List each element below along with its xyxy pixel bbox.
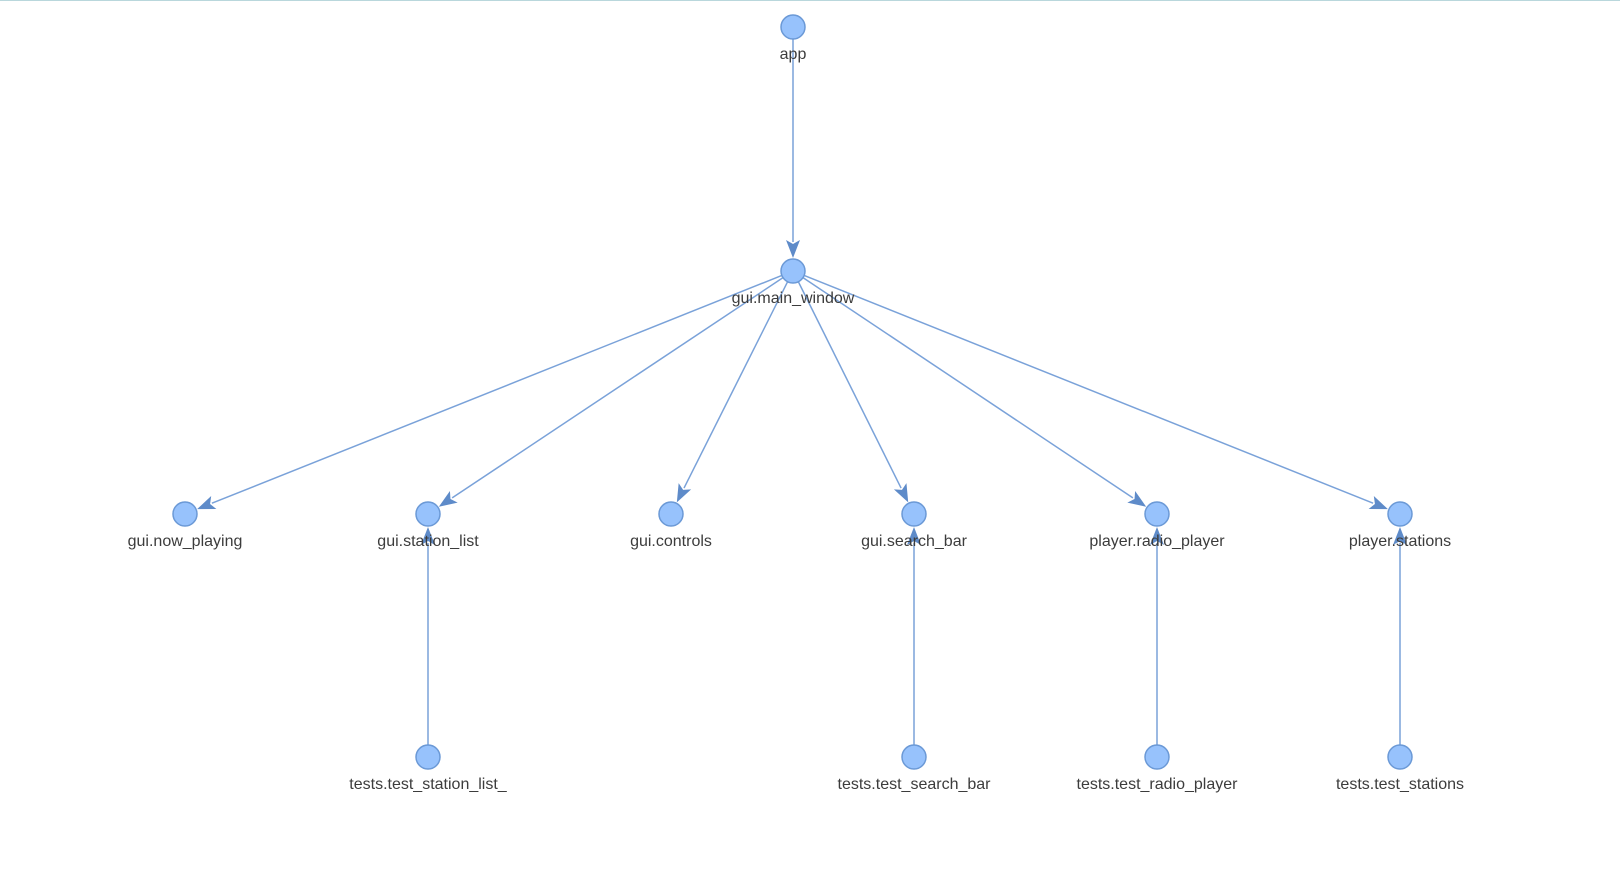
node-label: player.radio_player: [1089, 533, 1225, 550]
node-tests-test-search-bar[interactable]: tests.test_search_bar: [838, 744, 992, 793]
node-label: gui.now_playing: [128, 533, 243, 550]
edge-tests-test-search-bar-to-gui-search-bar[interactable]: [907, 527, 921, 745]
edge-tests-test-station-list-to-gui-station-list[interactable]: [421, 527, 435, 745]
edge-gui-main-window-to-gui-station-list[interactable]: [438, 277, 784, 507]
node-label: tests.test_search_bar: [838, 776, 992, 793]
node-label: tests.test_station_list_: [349, 776, 508, 793]
node-dot[interactable]: [415, 501, 441, 527]
node-dot[interactable]: [901, 501, 927, 527]
arrowhead-icon: [1393, 527, 1407, 545]
edge-gui-main-window-to-player-radio-player[interactable]: [802, 277, 1147, 507]
arrowhead-icon: [1127, 490, 1147, 507]
arrowhead-icon: [438, 490, 458, 507]
edge-gui-main-window-to-gui-search-bar[interactable]: [797, 281, 909, 503]
node-dot[interactable]: [780, 14, 806, 40]
node-label: gui.station_list: [377, 533, 479, 550]
node-label: gui.main_window: [732, 290, 855, 307]
edge-gui-main-window-to-gui-controls[interactable]: [676, 281, 789, 503]
node-dot[interactable]: [172, 501, 198, 527]
edge-app-to-gui-main-window[interactable]: [786, 39, 800, 258]
edge-line: [211, 274, 783, 504]
node-tests-test-radio-player[interactable]: tests.test_radio_player: [1077, 744, 1239, 793]
node-label: gui.search_bar: [861, 533, 968, 550]
edge-line: [683, 281, 789, 489]
node-label: gui.controls: [630, 533, 712, 550]
arrowhead-icon: [1368, 495, 1388, 510]
edge-line: [797, 281, 902, 489]
node-dot[interactable]: [1144, 744, 1170, 770]
node-dot[interactable]: [780, 258, 806, 284]
arrowhead-icon: [907, 527, 921, 545]
node-dot[interactable]: [1387, 744, 1413, 770]
edge-tests-test-radio-player-to-player-radio-player[interactable]: [1150, 527, 1164, 745]
edge-line: [802, 277, 1134, 499]
edges-layer: [197, 39, 1407, 745]
node-gui-now-playing[interactable]: gui.now_playing: [128, 501, 243, 550]
arrowhead-icon: [676, 483, 692, 503]
node-dot[interactable]: [658, 501, 684, 527]
node-gui-main-window[interactable]: gui.main_window: [732, 258, 855, 307]
edge-gui-main-window-to-player-stations[interactable]: [803, 274, 1388, 510]
node-label: player.stations: [1349, 533, 1451, 550]
node-tests-test-stations[interactable]: tests.test_stations: [1336, 744, 1464, 793]
node-dot[interactable]: [901, 744, 927, 770]
arrowhead-icon: [786, 240, 800, 258]
edge-line: [451, 277, 784, 499]
nodes-layer: app gui.main_window gui.now_playing gui.sta…: [128, 14, 1464, 793]
arrowhead-icon: [421, 527, 435, 545]
node-dot[interactable]: [415, 744, 441, 770]
node-gui-controls[interactable]: gui.controls: [630, 501, 712, 550]
node-dot[interactable]: [1144, 501, 1170, 527]
node-tests-test-station-list[interactable]: tests.test_station_list_: [349, 744, 508, 793]
node-player-stations[interactable]: player.stations: [1349, 501, 1451, 550]
edge-gui-main-window-to-gui-now-playing[interactable]: [197, 274, 783, 510]
arrowhead-icon: [893, 483, 909, 503]
node-gui-station-list[interactable]: gui.station_list: [377, 501, 479, 550]
node-app[interactable]: app: [780, 14, 807, 63]
node-gui-search-bar[interactable]: gui.search_bar: [861, 501, 968, 550]
edge-line: [803, 274, 1374, 504]
node-label: tests.test_radio_player: [1077, 776, 1239, 793]
edge-tests-test-stations-to-player-stations[interactable]: [1393, 527, 1407, 745]
node-dot[interactable]: [1387, 501, 1413, 527]
node-player-radio-player[interactable]: player.radio_player: [1089, 501, 1225, 550]
arrowhead-icon: [197, 495, 217, 510]
node-label: app: [780, 46, 807, 63]
node-label: tests.test_stations: [1336, 776, 1464, 793]
arrowhead-icon: [1150, 527, 1164, 545]
